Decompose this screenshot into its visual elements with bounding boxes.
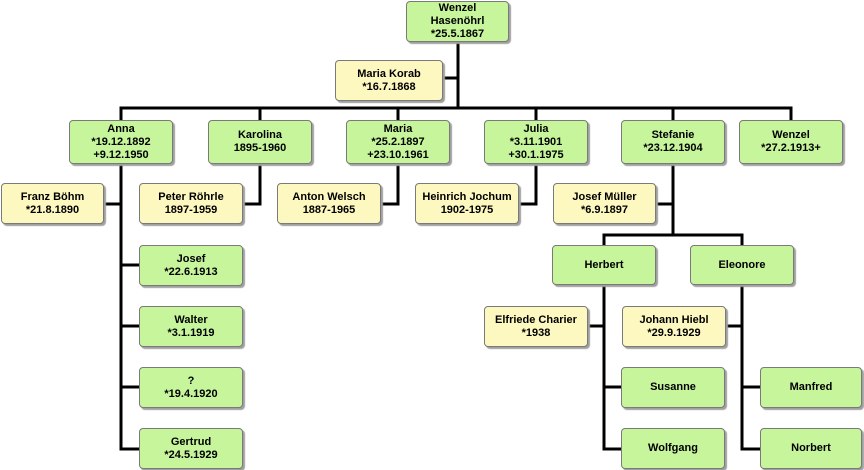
person-name: Wenzel (772, 129, 810, 141)
person-karolina: Karolina 1895-1960 (208, 120, 312, 164)
person-dates: *6.9.1897 (580, 203, 629, 216)
person-herbert: Herbert (552, 245, 656, 285)
connector-karolina-spouse (241, 162, 262, 206)
person-name: ? (187, 374, 195, 387)
person-wolfgang: Wolfgang (621, 428, 725, 469)
person-norbert: Norbert (760, 428, 862, 469)
person-dates: 1897-1959 (164, 203, 218, 216)
person-birth: *3.11.1901 (509, 135, 563, 148)
person-name: Stefanie (651, 129, 695, 141)
person-dates: *23.12.1904 (643, 142, 703, 154)
person-maria: Maria *25.2.1897 +23.10.1961 (346, 120, 450, 164)
person-dates: *21.8.1890 (25, 203, 80, 216)
person-dates: *25.5.1867 (430, 28, 485, 40)
person-name: Manfred (789, 381, 833, 393)
person-anton-welsch: Anton Welsch 1887-1965 (277, 183, 381, 224)
person-name: Karolina (237, 129, 282, 141)
person-dates: *29.9.1929 (647, 326, 701, 339)
person-name: Maria Korab (357, 67, 421, 80)
person-name: Josef Müller (572, 190, 637, 203)
person-susanne: Susanne (621, 367, 725, 408)
person-dates: *1938 (521, 326, 551, 339)
person-name: Peter Röhrle (158, 190, 224, 203)
person-birth: *19.12.1892 (91, 135, 151, 148)
person-walter: Walter *3.1.1919 (139, 306, 243, 347)
person-name: Franz Böhm (20, 190, 85, 203)
person-dates: 1902-1975 (440, 203, 494, 216)
person-name: Herbert (584, 258, 624, 271)
person-name: Julia (523, 122, 549, 135)
person-anna: Anna *19.12.1892 +9.12.1950 (69, 120, 173, 164)
person-name: Heinrich Jochum (422, 190, 512, 203)
person-dates: *19.4.1920 (164, 387, 218, 400)
connector-julia-spouse (517, 162, 538, 206)
person-name: Wenzel (438, 2, 477, 14)
person-name: Susanne (650, 381, 696, 393)
person-dates: 1895-1960 (233, 142, 287, 154)
person-name: Walter (174, 313, 208, 326)
person-josef: Josef *22.6.1913 (139, 245, 243, 286)
person-name: Gertrud (170, 435, 212, 448)
person-name: Wolfgang (648, 442, 698, 454)
person-dates: *27.2.1913+ (761, 142, 821, 154)
person-name: Josef (176, 252, 206, 265)
person-dates: 1887-1965 (302, 203, 356, 216)
person-gertrud: Gertrud *24.5.1929 (139, 428, 243, 469)
person-surname: Hasenöhrl (430, 15, 485, 27)
person-eleonore: Eleonore (690, 245, 794, 285)
person-birth: *25.2.1897 (371, 135, 425, 148)
person-name: Eleonore (718, 258, 766, 271)
person-stefanie: Stefanie *23.12.1904 (621, 120, 725, 164)
person-name: Elfriede Charier (495, 313, 577, 326)
person-death: +9.12.1950 (93, 148, 149, 161)
person-dates: *3.1.1919 (167, 326, 215, 339)
person-elfriede-charier: Elfriede Charier *1938 (484, 306, 588, 347)
person-name: Anton Welsch (292, 190, 366, 203)
person-josef-mueller: Josef Müller *6.9.1897 (553, 183, 656, 224)
person-franz-boehm: Franz Böhm *21.8.1890 (1, 183, 104, 224)
person-wenzel-jr: Wenzel *27.2.1913+ (739, 120, 843, 164)
person-wenzel-hasenoehrl: Wenzel Hasenöhrl *25.5.1867 (406, 1, 509, 42)
person-dates: *24.5.1929 (164, 448, 218, 461)
person-name: Maria (383, 122, 413, 135)
person-dates: *22.6.1913 (164, 265, 218, 278)
person-death: +23.10.1961 (367, 148, 429, 161)
person-death: +30.1.1975 (508, 148, 564, 161)
connector-maria-spouse (379, 162, 400, 206)
person-manfred: Manfred (760, 367, 862, 408)
person-maria-korab: Maria Korab *16.7.1868 (335, 60, 443, 101)
person-name: Norbert (791, 442, 831, 454)
person-peter-roehrle: Peter Röhrle 1897-1959 (139, 183, 243, 224)
person-name: Johann Hiebl (639, 313, 709, 326)
person-unknown: ? *19.4.1920 (139, 367, 243, 408)
person-dates: *16.7.1868 (362, 80, 416, 93)
person-julia: Julia *3.11.1901 +30.1.1975 (484, 120, 588, 164)
person-name: Anna (107, 122, 135, 135)
person-heinrich-jochum: Heinrich Jochum 1902-1975 (415, 183, 519, 224)
person-johann-hiebl: Johann Hiebl *29.9.1929 (622, 306, 726, 347)
